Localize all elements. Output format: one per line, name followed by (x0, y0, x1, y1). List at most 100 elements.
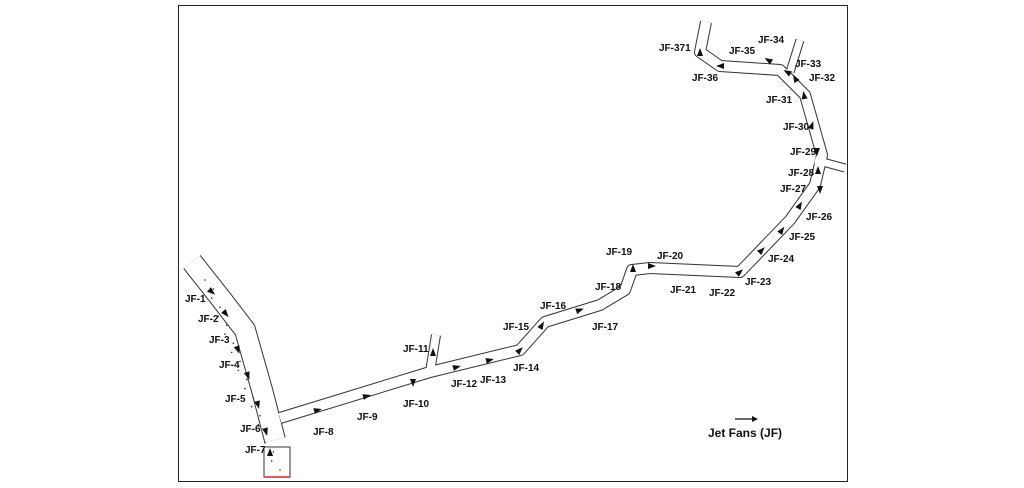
jet-fan-label: JF-36 (692, 73, 719, 84)
jet-fan-label: JF-1 (185, 294, 206, 305)
dot (239, 360, 241, 363)
jet-fan-labels: JF-1JF-2JF-3JF-4JF-5JF-6JF-7JF-8JF-9JF-1… (185, 35, 836, 456)
jet-fan-arrow-icon (801, 91, 808, 100)
jet-fan-arrow-icon (267, 448, 273, 456)
jet-fan-label: JF-25 (789, 232, 816, 243)
jet-fan-arrow-icon (410, 379, 416, 387)
ventilation-room (263, 446, 291, 478)
jet-fan-arrow-icon (783, 70, 792, 77)
jet-fan-arrow-icon (207, 287, 216, 295)
jet-fan-label: JF-31 (766, 95, 793, 106)
jet-fan-arrow-icon (815, 166, 821, 174)
jet-fan-label: JF-11 (403, 344, 429, 355)
dot (219, 306, 221, 308)
jet-fan-label: JF-4 (219, 360, 240, 371)
jet-fan-arrow-icon (430, 348, 436, 356)
jet-fan-label: JF-371 (659, 43, 691, 54)
legend-label: Jet Fans (JF) (708, 426, 782, 440)
tunnel-interior (814, 156, 846, 172)
jet-fan-arrow-icon (262, 427, 268, 436)
jet-fan-arrow-icon (735, 269, 744, 277)
jet-fan-arrows (207, 48, 823, 456)
jet-fan-label: JF-29 (790, 147, 817, 158)
jet-fan-label: JF-20 (657, 251, 684, 262)
jet-fan-arrow-icon (764, 58, 773, 65)
jet-fan-arrow-icon (807, 121, 814, 130)
jet-fan-label: JF-18 (595, 282, 622, 293)
dot (210, 297, 213, 299)
jet-fan-label: JF-3 (209, 335, 230, 346)
jet-fan-arrow-icon (716, 63, 724, 69)
jet-fan-arrow-icon (243, 371, 250, 380)
jet-fan-label: JF-5 (225, 394, 246, 405)
dot (272, 451, 275, 453)
tunnel-outline (183, 20, 847, 478)
jet-fan-label: JF-30 (783, 122, 810, 133)
jet-fan-arrow-icon (814, 148, 820, 156)
jet-fan-arrow-icon (362, 394, 371, 400)
jet-fan-label: JF-22 (709, 288, 736, 299)
diagram-frame (178, 5, 848, 482)
dot (244, 387, 246, 390)
dot (259, 414, 261, 417)
arrow-head-icon (752, 416, 758, 422)
jet-fan-label: JF-35 (729, 46, 756, 57)
dot (204, 279, 206, 281)
jet-fan-arrow-icon (452, 365, 461, 371)
dot (257, 423, 260, 426)
jet-fan-arrow-icon (515, 347, 523, 355)
jet-fan-label: JF-27 (780, 184, 807, 195)
dot (237, 369, 240, 372)
jet-fan-label: JF-26 (806, 212, 833, 223)
jet-fan-label: JF-8 (313, 427, 334, 438)
dot (270, 460, 273, 462)
dot (250, 405, 253, 408)
jet-fan-label: JF-24 (768, 254, 795, 265)
jet-fan-arrow-icon (793, 74, 800, 83)
dot (217, 315, 220, 317)
dot (252, 396, 255, 399)
jet-fan-arrow-icon (697, 48, 703, 56)
jet-fan-label: JF-17 (592, 322, 619, 333)
legend: Jet Fans (JF) (708, 416, 782, 440)
jet-fan-arrow-icon (630, 264, 636, 272)
dot (212, 288, 215, 290)
jet-fan-label: JF-13 (480, 375, 507, 386)
jet-fan-arrow-icon (537, 321, 544, 330)
jet-fan-arrow-icon (817, 186, 823, 194)
jet-fan-arrow-icon (233, 345, 240, 354)
tunnel-interior (278, 21, 827, 423)
dot (230, 351, 233, 354)
jet-fan-label: JF-23 (745, 277, 772, 288)
jet-fan-arrow-icon (313, 408, 322, 414)
dot (232, 342, 235, 345)
dot (279, 469, 281, 471)
dot (264, 442, 266, 444)
jet-fan-label: JF-10 (403, 399, 430, 410)
jet-fan-label: JF-19 (606, 247, 633, 258)
jet-fan-arrow-icon (648, 263, 656, 269)
jet-fan-arrow-icon (254, 400, 260, 409)
dot (225, 324, 228, 327)
jet-fan-label: JF-9 (357, 412, 378, 423)
jet-fan-arrow-icon (575, 308, 584, 315)
jet-fan-arrow-icon (795, 201, 802, 210)
jet-fan-label: JF-14 (513, 363, 540, 374)
jet-fan-label: JF-21 (670, 285, 697, 296)
tunnel-interior (184, 255, 285, 443)
jet-fan-arrow-icon (757, 247, 765, 255)
jet-fan-label: JF-7 (245, 445, 266, 456)
tunnel-segment (278, 20, 828, 424)
jet-fan-label: JF-33 (795, 59, 822, 70)
jet-fan-label: JF-6 (240, 424, 261, 435)
jet-fan-arrow-icon (777, 226, 785, 235)
tunnel-interior (786, 38, 804, 74)
jet-fan-arrow-icon (485, 358, 494, 364)
jet-fan-label: JF-16 (540, 301, 567, 312)
jet-fan-label: JF-28 (788, 168, 815, 179)
jet-fan-label: JF-15 (503, 322, 530, 333)
jet-fan-label: JF-32 (809, 73, 836, 84)
dot (245, 378, 248, 381)
jet-fan-label: JF-12 (451, 379, 478, 390)
